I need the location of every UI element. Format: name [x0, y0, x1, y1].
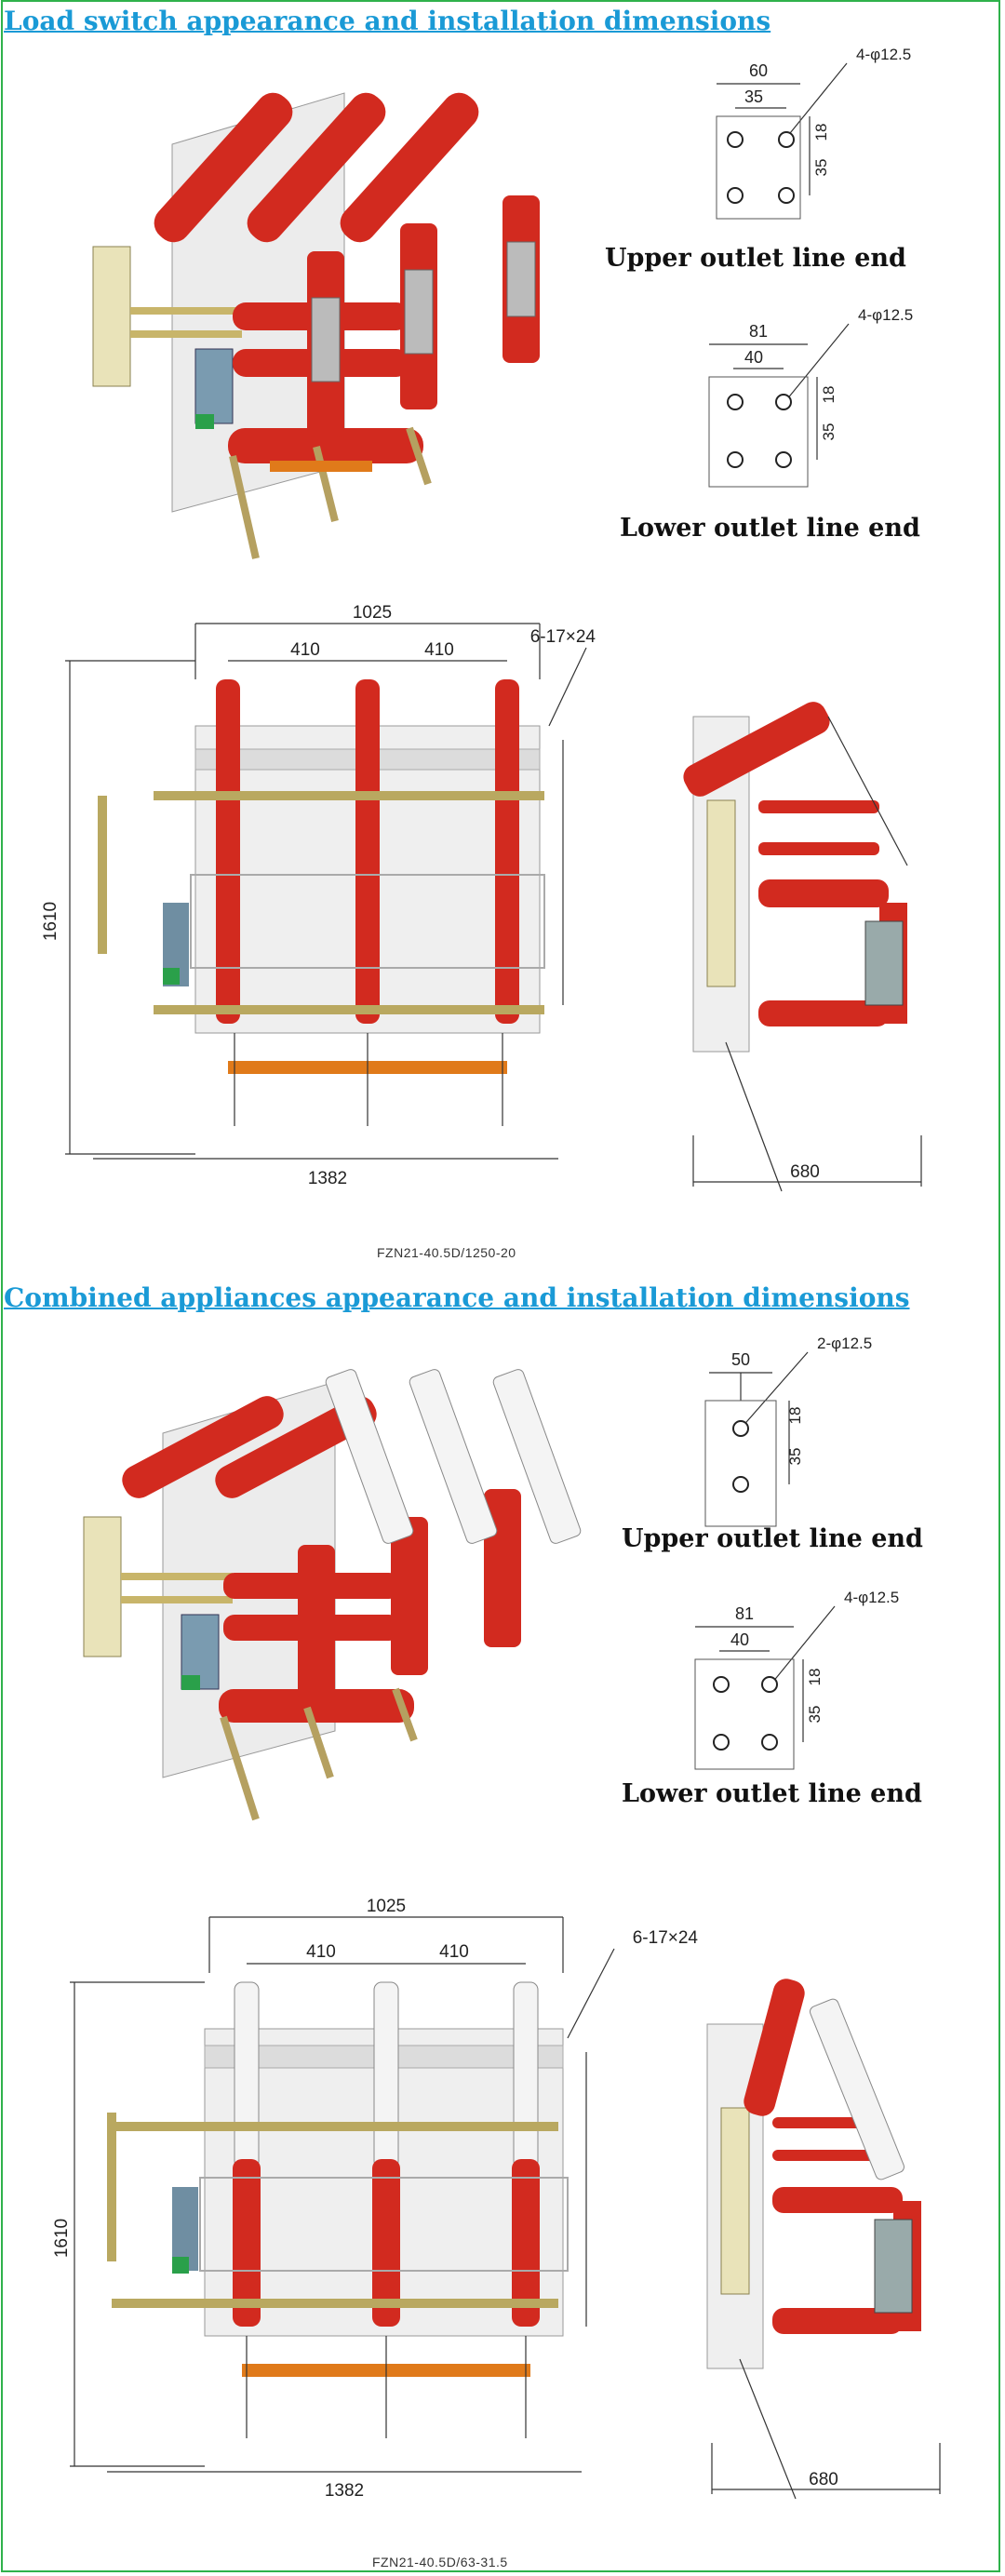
dim-inner: 35 [744, 87, 763, 106]
dim-overall-width: 1025 [353, 603, 392, 623]
section-title-combined: Combined appliances appearance and insta… [4, 1282, 910, 1313]
upper-outlet-drawing: 60 35 4-φ12.5 18 35 [716, 46, 911, 220]
lower-outlet-drawing: 81 40 4-φ12.5 18 35 [694, 1589, 899, 1770]
dim-slot-label: 6-17×24 [633, 1928, 699, 1948]
hole-label: 4-φ12.5 [856, 46, 911, 63]
dim-pitch-left: 410 [290, 640, 320, 660]
upper-outlet-drawing: 50 2-φ12.5 18 35 [704, 1335, 872, 1527]
dim-pitch-left: 410 [306, 1942, 336, 1962]
dim-v1: 18 [786, 1407, 804, 1425]
dim-v2: 35 [812, 159, 830, 177]
upper-outlet-caption: Upper outlet line end [605, 244, 906, 273]
hole-label: 4-φ12.5 [858, 306, 913, 324]
dim-inner: 40 [730, 1630, 749, 1649]
hole-label: 4-φ12.5 [844, 1589, 899, 1606]
dim-width: 81 [735, 1604, 754, 1623]
lower-outlet-caption: Lower outlet line end [622, 1779, 922, 1808]
dim-pitch-right: 410 [439, 1942, 469, 1962]
load-switch-3d-illustration [92, 92, 540, 559]
side-view-drawing: 680 [706, 1979, 941, 2500]
dim-depth: 680 [790, 1162, 820, 1182]
upper-outlet-caption: Upper outlet line end [622, 1524, 923, 1553]
dim-overall-width: 1025 [367, 1897, 406, 1916]
dim-v1: 18 [820, 386, 838, 404]
dim-slot-label: 6-17×24 [530, 627, 596, 647]
dim-pitch-right: 410 [424, 640, 454, 660]
front-view-drawing: 1025 410 410 6-17×24 1610 1382 [41, 603, 596, 1188]
model-number: FZN21-40.5D/63-31.5 [372, 2555, 508, 2569]
dim-height: 1610 [41, 902, 60, 941]
dim-height: 1610 [52, 2219, 72, 2258]
dim-inner: 40 [744, 348, 763, 367]
dim-v1: 18 [806, 1669, 824, 1686]
dim-base-width: 1382 [308, 1169, 347, 1188]
section-title-load-switch: Load switch appearance and installation … [4, 6, 771, 36]
lower-outlet-caption: Lower outlet line end [620, 514, 920, 543]
combined-3d-illustration [83, 1369, 582, 1821]
side-view-drawing: 680 [683, 702, 922, 1192]
dim-depth: 680 [809, 2470, 838, 2489]
lower-outlet-drawing: 81 40 4-φ12.5 18 35 [708, 306, 913, 488]
dim-width: 50 [731, 1350, 750, 1369]
dim-v2: 35 [820, 423, 838, 441]
dim-base-width: 1382 [325, 2481, 364, 2501]
dim-width: 81 [749, 322, 768, 341]
dim-v2: 35 [786, 1448, 804, 1466]
dim-v2: 35 [806, 1706, 824, 1724]
front-view-drawing: 1025 410 410 6-17×24 1610 1382 [52, 1897, 699, 2501]
dim-v1: 18 [812, 124, 830, 141]
model-number: FZN21-40.5D/1250-20 [377, 1245, 516, 1260]
hole-label: 2-φ12.5 [817, 1335, 872, 1352]
dim-width: 60 [749, 61, 768, 80]
